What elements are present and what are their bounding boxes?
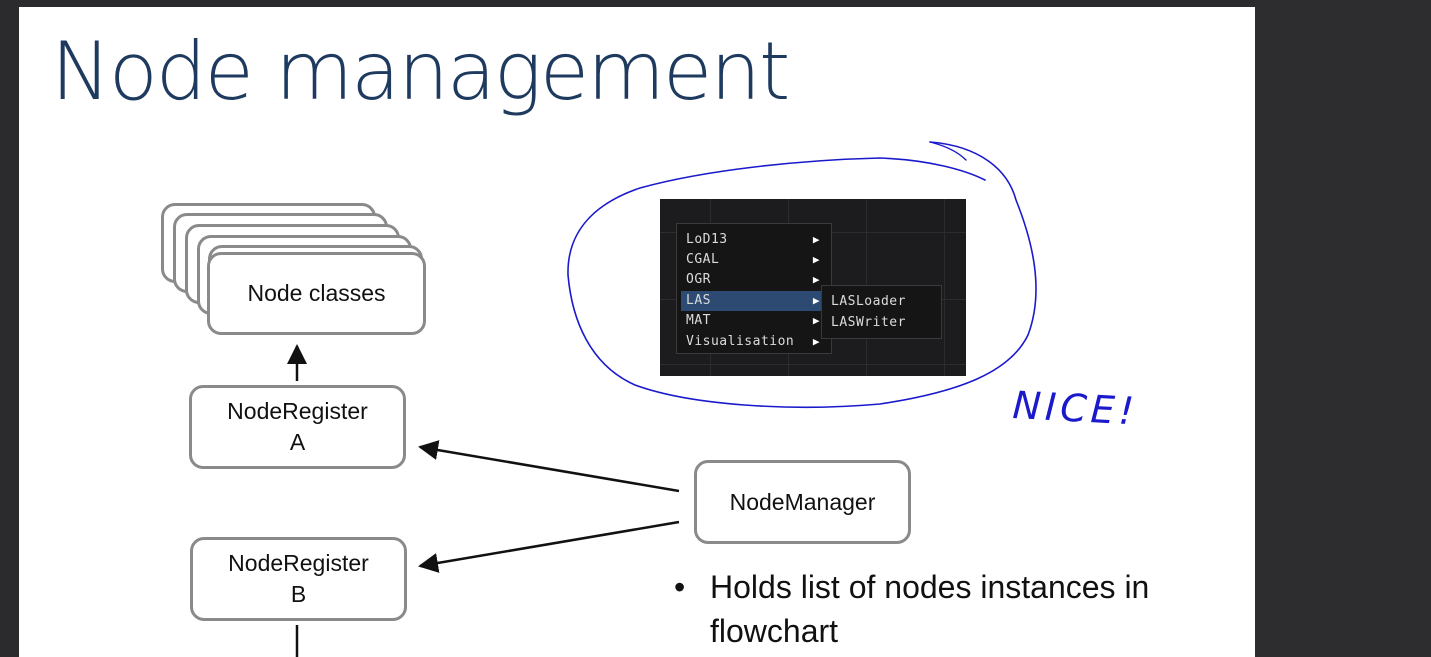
diagram-connectors <box>287 344 680 657</box>
side-panel <box>1255 0 1431 657</box>
submenu-arrow-icon: ▶ <box>812 253 820 266</box>
nice-annotation: NICE! <box>1012 383 1140 434</box>
menu-item-visualisation[interactable]: Visualisation▶ <box>681 332 828 352</box>
submenu-arrow-icon: ▶ <box>812 294 820 307</box>
arrow-manager-to-register-a <box>418 440 680 493</box>
hand-drawn-circle <box>567 141 1037 409</box>
bullet-item: • Holds list of nodes instances in flowc… <box>674 565 1194 653</box>
node-register-a-box: NodeRegister A <box>189 385 406 469</box>
node-register-b-line2: B <box>290 581 307 607</box>
node-manager-label: NodeManager <box>729 488 876 515</box>
slide: Node management Node classes NodeRegiste… <box>19 7 1255 657</box>
hand-drawn-circle-tail <box>929 141 967 161</box>
menu-item-cgal[interactable]: CGAL▶ <box>681 250 828 270</box>
menu-item-lod13[interactable]: LoD13▶ <box>681 230 828 250</box>
las-submenu: LASLoader LASWriter <box>821 285 942 339</box>
context-menu: LoD13▶ CGAL▶ OGR▶ LAS▶ MAT▶ Visualisatio… <box>676 223 832 354</box>
node-manager-box: NodeManager <box>694 460 911 544</box>
node-register-a-line1: NodeRegister <box>227 398 368 424</box>
node-classes-label: Node classes <box>247 280 386 306</box>
submenu-arrow-icon: ▶ <box>812 273 820 286</box>
arrow-manager-to-register-b <box>418 520 680 573</box>
submenu-item-lasloader[interactable]: LASLoader <box>831 294 906 309</box>
menu-item-las[interactable]: LAS▶ <box>681 291 828 311</box>
menu-item-mat[interactable]: MAT▶ <box>681 311 828 331</box>
slide-title: Node management <box>51 25 790 118</box>
submenu-arrow-icon: ▶ <box>812 335 820 348</box>
window-top-strip <box>0 0 1255 7</box>
submenu-arrow-icon: ▶ <box>812 233 820 246</box>
menu-item-ogr[interactable]: OGR▶ <box>681 270 828 290</box>
node-register-b-box: NodeRegister B <box>190 537 407 621</box>
node-classes-box: Node classes <box>207 252 426 335</box>
node-register-a-line2: A <box>289 429 306 455</box>
submenu-arrow-icon: ▶ <box>812 314 820 327</box>
bullet-text: Holds list of nodes instances in flowcha… <box>710 569 1150 649</box>
bullet-dot-icon: • <box>674 569 686 605</box>
submenu-item-laswriter[interactable]: LASWriter <box>831 315 906 330</box>
menu-screenshot: LoD13▶ CGAL▶ OGR▶ LAS▶ MAT▶ Visualisatio… <box>660 199 966 376</box>
node-register-b-line1: NodeRegister <box>228 550 369 576</box>
